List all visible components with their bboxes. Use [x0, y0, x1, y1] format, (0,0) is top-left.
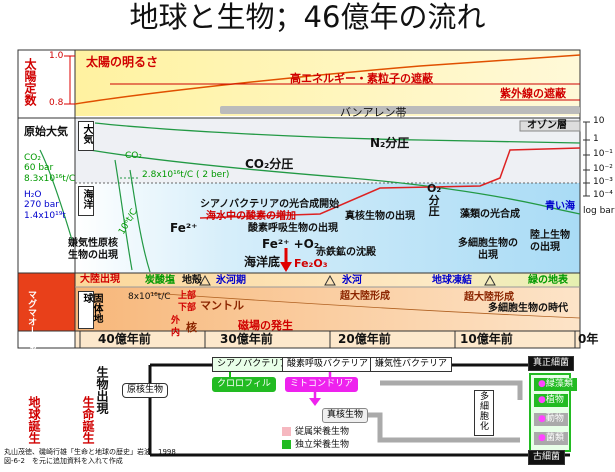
sun-axis-bottom: 0.8	[49, 98, 64, 108]
blue-sea-label: 青い海	[545, 201, 575, 212]
timeline-band	[75, 331, 580, 348]
algae-box: ●緑藻類	[534, 378, 577, 391]
multicell-box: 多 細 胞 化	[474, 390, 494, 436]
log-tick-0: 10	[593, 116, 605, 126]
autotroph-swatch	[282, 440, 291, 449]
earth-birth-label: 地球誕生	[27, 396, 41, 444]
atmos-tag: 大気	[78, 121, 94, 151]
algae-photo-label: 藻類の光合成	[460, 209, 520, 220]
land-appear-label: 大陸出現	[80, 274, 120, 285]
multicell-era-label: 多細胞生物の時代	[488, 303, 568, 314]
uv-label: 紫外線の遮蔽	[500, 87, 566, 100]
true-bacteria-box: 真正細菌	[528, 356, 575, 371]
ocean-band	[75, 183, 580, 273]
bif-label: 赤鉄鉱の沈殿	[316, 247, 376, 258]
mantle-label: マントル	[200, 299, 244, 312]
shield-label: 地殻	[182, 275, 202, 286]
plants-dot-icon: ●	[538, 395, 546, 405]
animals-box: ●動物	[534, 413, 568, 426]
timeline-label-4: 0年	[578, 332, 599, 346]
ice-age-1-label: 氷河期	[216, 275, 246, 286]
sun-axis-top: 1.0	[49, 51, 64, 61]
ozone-label: オゾン層	[527, 120, 567, 131]
ozone-box	[519, 120, 581, 132]
green-land-label: 緑の地表	[528, 275, 568, 286]
fe-o2-label: Fe²⁺ +O₂	[262, 237, 320, 251]
mantle-layers-label: 上部 下部	[178, 291, 197, 313]
n2-curve	[94, 122, 581, 144]
animals-dot-icon: ●	[538, 414, 546, 424]
fungi-box: ●菌類	[534, 432, 568, 445]
timeline-label-3: 10億年前	[460, 332, 513, 346]
core-layers-label: 外 内	[171, 316, 181, 338]
log-tick-5: 10⁻⁴	[593, 190, 613, 200]
crust-band	[75, 287, 580, 331]
co2-rate-3: 8x10¹⁶t/C	[128, 292, 171, 302]
co2-curve	[89, 149, 581, 215]
seafloor-label: 海洋底	[244, 255, 281, 269]
supercontinent-2-label: 超大陸形成	[464, 292, 514, 303]
aerobic-bact-box: 酸素呼吸バクテリア	[282, 357, 374, 372]
fe2o3-label: Fe₂O₃	[294, 257, 328, 270]
primitive-atmos-label: 原始大気	[24, 125, 68, 138]
log-tick-2: 10⁻¹	[593, 149, 613, 159]
van-allen-label: バンアレン帯	[340, 106, 407, 119]
ocean-tag: 海洋	[78, 186, 94, 216]
chlorophyll-box: クロロフィル	[212, 377, 276, 392]
fungi-dot-icon: ●	[538, 433, 546, 443]
co2-initial: CO₂ 60 bar 8.3x10¹⁶t/C	[24, 153, 76, 184]
footnote: 丸山茂徳、磯崎行雄「生命と地球の歴史」岩波 1998 図-6-2 を元に追加資料…	[4, 448, 176, 465]
van-allen-band	[220, 106, 580, 114]
magma-ocean-label: マグマオーシャン	[26, 290, 36, 362]
cyano-start-label: シアノバクテリアの光合成開始	[200, 199, 340, 210]
plants-box: ●植物	[534, 394, 568, 407]
co2-pressure-label: CO₂分圧	[245, 157, 294, 171]
legend-heterotroph: 従属栄養生物	[282, 427, 349, 437]
n2-label: N₂分圧	[370, 136, 410, 150]
sun-brightness-curve	[74, 54, 581, 105]
magma-block	[18, 273, 75, 331]
o2-curve	[199, 147, 581, 219]
heterotroph-swatch	[282, 427, 291, 436]
core-label: 核	[186, 321, 197, 334]
aerobic-appear-label: 酸素呼吸生物の出現	[248, 223, 338, 234]
sun-brightness-label: 太陽の明るさ	[86, 55, 159, 69]
euk-appear-label: 真核生物の出現	[345, 211, 415, 222]
supercontinent-1-label: 超大陸形成	[340, 291, 390, 302]
log-tick-4: 10⁻³	[593, 177, 613, 187]
anaerobic-bact-box: 嫌気性バクテリア	[370, 357, 453, 372]
co2-left-label: CO₂	[125, 151, 142, 161]
snowball-label: 地球凍結	[432, 275, 472, 286]
mitochondria-box: ミトコンドリア	[285, 377, 359, 392]
h2o-initial: H₂O 270 bar 1.4x10¹⁹t	[24, 190, 66, 221]
land-bio-label: 陸上生物 の出現	[530, 230, 570, 253]
ice-age-2-label: 氷河	[342, 275, 362, 286]
multicell-appear-label: 多細胞生物の 出現	[458, 238, 518, 261]
log-bar-label: log bar	[583, 206, 615, 216]
co2-rate-1: 2.8x10¹⁶t/C ( 2 ber)	[142, 170, 230, 180]
fe2-label: Fe²⁺	[170, 221, 198, 235]
timeline-label-0: 40億年前	[98, 332, 151, 346]
anaerobic-label: 嫌気性原核 生物の出現	[68, 238, 118, 261]
algae-dot-icon: ●	[538, 379, 546, 389]
eukaryote-box: 真核生物	[322, 408, 369, 423]
bio-appear-label: 生物出現	[95, 366, 109, 414]
timeline-label-2: 20億年前	[338, 332, 391, 346]
legend-autotroph: 独立栄養生物	[282, 440, 349, 450]
log-tick-1: 1	[593, 134, 599, 144]
geomagnetic-label: 磁場の発生	[238, 319, 293, 332]
oxygen-increase-label: 海水中の酸素の増加	[206, 211, 296, 222]
sun-constant-label: 太陽定数	[23, 58, 37, 106]
archaea-box: 古細菌	[528, 450, 566, 465]
solid-earth-tag: 固体地球	[78, 291, 102, 329]
o2-label: O₂ 分 圧	[427, 182, 442, 219]
prokaryote-box: 原核生物	[122, 383, 169, 398]
high-energy-label: 高エネルギー・素粒子の遮蔽	[290, 72, 433, 85]
life-birth-label: 生命誕生	[81, 396, 95, 444]
log-tick-3: 10⁻²	[593, 164, 613, 174]
page-title: 地球と生物；46億年の流れ	[129, 0, 486, 34]
timeline-label-1: 30億年前	[220, 332, 273, 346]
carbonate-label: 炭酸塩	[145, 275, 175, 286]
